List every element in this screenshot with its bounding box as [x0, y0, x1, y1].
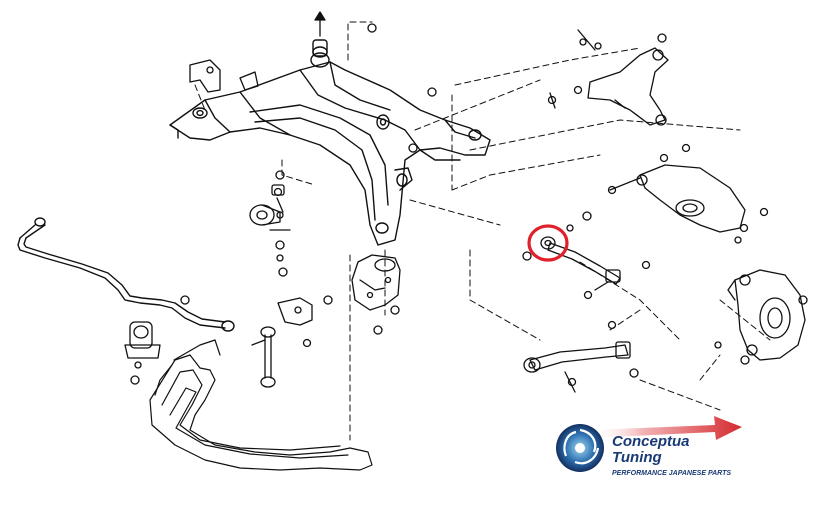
stabilizer-bar [17, 217, 235, 332]
red-arrow-icon [590, 416, 742, 440]
heat-shield-panel [149, 339, 373, 471]
rear-hub-knuckle [727, 269, 806, 361]
lower-control-arm [609, 164, 746, 233]
turbo-swirl-icon [556, 424, 604, 472]
mount-bracket-top-left [189, 59, 259, 93]
fasteners [130, 23, 808, 387]
direction-arrow-icon [314, 11, 326, 37]
subframe-crossmember [169, 39, 491, 246]
toe-control-arm [540, 236, 621, 291]
highlight-ring [527, 224, 569, 262]
subframe-bushing-assembly [249, 184, 285, 226]
lower-lateral-link [523, 341, 631, 393]
stabilizer-link [251, 326, 276, 388]
logo-line2: Tuning [612, 449, 662, 466]
logo-tagline: PERFORMANCE JAPANESE PARTS [612, 470, 731, 477]
leader-lines [194, 21, 771, 441]
diff-mount-bracket [351, 254, 401, 311]
stabilizer-bracket [277, 297, 313, 326]
stabilizer-bushing [124, 321, 161, 369]
upper-control-arm [587, 47, 669, 126]
conceptual-tuning-logo: Conceptua Tuning PERFORMANCE JAPANESE PA… [556, 416, 742, 477]
logo-line1: Conceptua [612, 433, 690, 450]
